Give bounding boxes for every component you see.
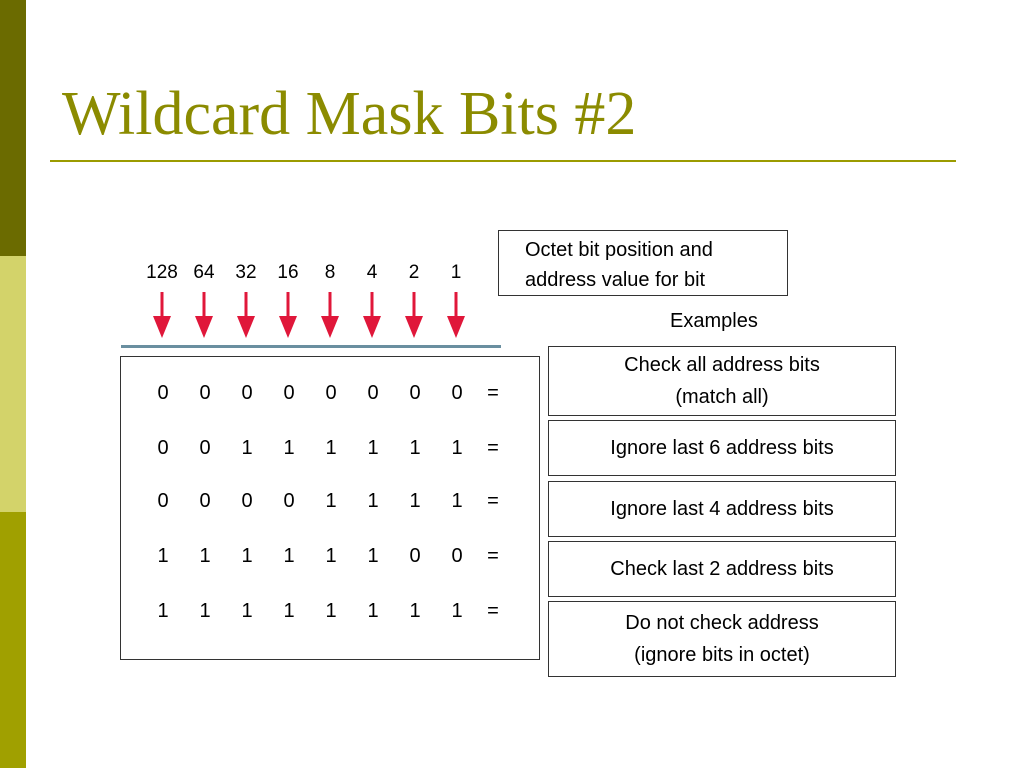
down-arrow-icon	[363, 292, 381, 338]
mask-bit: 1	[451, 437, 463, 459]
mask-bit: 1	[241, 437, 253, 459]
mask-bit: 1	[367, 490, 379, 512]
bit-position-16: 16	[277, 262, 299, 283]
mask-bit: 1	[199, 545, 211, 567]
bit-position-32: 32	[235, 262, 257, 283]
mask-row: 0 0 1 1 1 1 1 1 =	[121, 433, 539, 463]
mask-bit: 1	[367, 600, 379, 622]
down-arrow-icon	[153, 292, 171, 338]
mask-bit: 0	[283, 490, 295, 512]
mask-bit: 1	[241, 600, 253, 622]
example-box: Do not check address (ignore bits in octe…	[548, 601, 896, 677]
example-box: Check last 2 address bits	[548, 541, 896, 597]
bit-position-info-box: Octet bit position and address value for…	[498, 230, 788, 296]
mask-row: 1 1 1 1 1 1 1 1 =	[121, 596, 539, 626]
slide-title: Wildcard Mask Bits #2	[62, 80, 637, 148]
sidebar-segment-top	[0, 0, 26, 256]
sidebar-segment-bottom	[0, 512, 26, 768]
mask-bit: 0	[157, 382, 169, 404]
bit-position-8: 8	[324, 262, 336, 283]
example-text: Check all address bits	[624, 354, 820, 376]
down-arrow-icon	[279, 292, 297, 338]
mask-bit: 1	[409, 437, 421, 459]
mask-bit: 1	[325, 545, 337, 567]
mask-bit: 0	[283, 382, 295, 404]
mask-bit: 1	[241, 545, 253, 567]
mask-bit: 0	[157, 437, 169, 459]
equals-sign: =	[487, 490, 499, 512]
down-arrow-icon	[447, 292, 465, 338]
equals-sign: =	[487, 600, 499, 622]
mask-bit: 1	[199, 600, 211, 622]
mask-bit: 0	[367, 382, 379, 404]
mask-bit: 1	[451, 490, 463, 512]
example-box: Check all address bits (match all)	[548, 346, 896, 416]
mask-bit: 1	[367, 545, 379, 567]
mask-bit: 0	[409, 545, 421, 567]
mask-bit: 1	[283, 545, 295, 567]
mask-bit: 1	[325, 437, 337, 459]
mask-bit: 1	[283, 437, 295, 459]
mask-bit: 0	[241, 490, 253, 512]
down-arrow-icon	[195, 292, 213, 338]
bit-position-labels: 128 64 32 16 8 4 2 1	[140, 262, 480, 288]
mask-bit: 0	[199, 437, 211, 459]
down-arrow-icon	[237, 292, 255, 338]
mask-bit: 0	[241, 382, 253, 404]
mask-bit: 1	[409, 600, 421, 622]
mask-bit: 0	[325, 382, 337, 404]
example-box: Ignore last 6 address bits	[548, 420, 896, 476]
mask-bit: 0	[451, 382, 463, 404]
down-arrow-icon	[321, 292, 339, 338]
mask-row: 0 0 0 0 1 1 1 1 =	[121, 486, 539, 516]
mask-bit: 0	[451, 545, 463, 567]
equals-sign: =	[487, 382, 499, 404]
bit-position-128: 128	[146, 262, 178, 283]
bit-position-2: 2	[408, 262, 420, 283]
mask-bit: 0	[157, 490, 169, 512]
info-box-line-1: Octet bit position and	[525, 239, 713, 261]
equals-sign: =	[487, 545, 499, 567]
bit-position-4: 4	[366, 262, 378, 283]
title-underline	[50, 160, 956, 162]
slide-sidebar-stripe	[0, 0, 26, 768]
mask-row: 0 0 0 0 0 0 0 0 =	[121, 378, 539, 408]
example-text: Ignore last 4 address bits	[610, 498, 834, 520]
mask-bit: 1	[409, 490, 421, 512]
example-text: Do not check address	[625, 612, 819, 634]
mask-row: 1 1 1 1 1 1 0 0 =	[121, 541, 539, 571]
mask-bit: 1	[325, 600, 337, 622]
example-text: Ignore last 6 address bits	[610, 437, 834, 459]
example-text: Check last 2 address bits	[610, 558, 834, 580]
bit-position-1: 1	[450, 262, 462, 283]
example-text: (ignore bits in octet)	[634, 644, 810, 666]
table-top-rule	[121, 345, 501, 348]
mask-bit: 0	[199, 490, 211, 512]
example-text: (match all)	[675, 386, 769, 408]
mask-bit: 1	[157, 545, 169, 567]
mask-bit: 0	[409, 382, 421, 404]
info-box-line-2: address value for bit	[525, 269, 706, 291]
examples-label: Examples	[670, 310, 758, 332]
mask-bit: 1	[325, 490, 337, 512]
mask-bit: 1	[451, 600, 463, 622]
bit-position-64: 64	[193, 262, 215, 283]
mask-bit: 1	[367, 437, 379, 459]
mask-bit: 1	[157, 600, 169, 622]
mask-bit: 0	[199, 382, 211, 404]
example-box: Ignore last 4 address bits	[548, 481, 896, 537]
sidebar-segment-middle	[0, 256, 26, 512]
equals-sign: =	[487, 437, 499, 459]
mask-bit: 1	[283, 600, 295, 622]
down-arrow-icon	[405, 292, 423, 338]
